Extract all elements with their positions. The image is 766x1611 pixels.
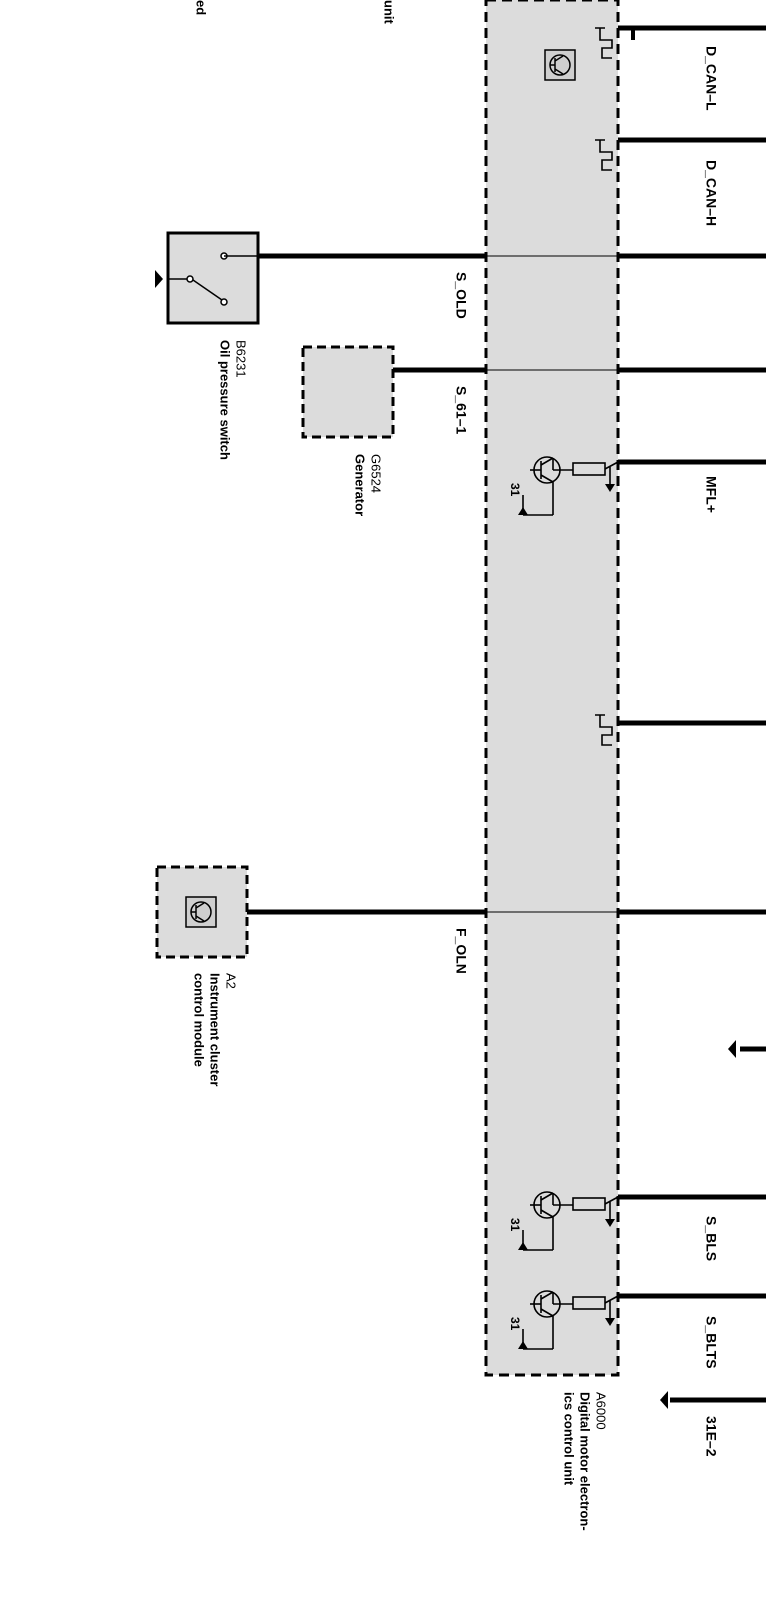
can-icon-1: [595, 27, 613, 59]
generator-name: Generator: [353, 454, 368, 516]
generator-code: G6524: [369, 454, 384, 493]
transistor-icon-top: [544, 49, 576, 81]
label-f-oln: F_OLN: [453, 928, 469, 974]
label-s-bls: S_BLS: [703, 1216, 719, 1261]
label-s-61-1: S_61–1: [453, 386, 469, 434]
label-mfl: MFL+: [703, 476, 719, 513]
label-31-mfl: 31: [508, 483, 522, 497]
oil-switch-code: B6231: [234, 340, 249, 378]
cluster-code: A2: [224, 973, 239, 989]
cutoff-label-unit: unit: [382, 0, 397, 24]
output-stage-mfl: [522, 456, 619, 516]
label-d-can-h: D_CAN–H: [703, 160, 719, 226]
dme-code: A6000: [594, 1392, 609, 1430]
can-signal-icons: [595, 27, 613, 746]
label-d-can-l: D_CAN–L: [703, 46, 719, 111]
instrument-cluster-box: [155, 865, 249, 959]
generator-box: [301, 345, 395, 439]
ground-symbol-right: [660, 1040, 736, 1409]
label-31-s-blts: 31: [508, 1317, 522, 1331]
ground-icon-oil-switch: [155, 270, 163, 288]
label-31e2: 31E–2: [703, 1416, 719, 1457]
oil-pressure-switch-symbol: [166, 231, 260, 325]
output-stage-s-bls: [522, 1191, 619, 1251]
output-stage-s-blts: [522, 1290, 619, 1350]
cluster-name-2: control module: [192, 973, 207, 1067]
dme-name-2: ics control unit: [562, 1392, 577, 1486]
right-wires: [618, 25, 766, 1403]
cluster-name-1: Instrument cluster: [208, 973, 223, 1086]
cutoff-label-left: ed: [194, 0, 209, 15]
can-icon-3: [595, 714, 613, 746]
label-s-blts: S_BLTS: [703, 1316, 719, 1369]
dme-module-box: [484, 0, 620, 1377]
oil-switch-name: Oil pressure switch: [218, 340, 233, 460]
label-31-s-bls: 31: [508, 1218, 522, 1232]
dme-name-1: Digital motor electron-: [578, 1392, 593, 1531]
label-s-old: S_OLD: [453, 272, 469, 319]
can-icon-2: [595, 139, 613, 171]
